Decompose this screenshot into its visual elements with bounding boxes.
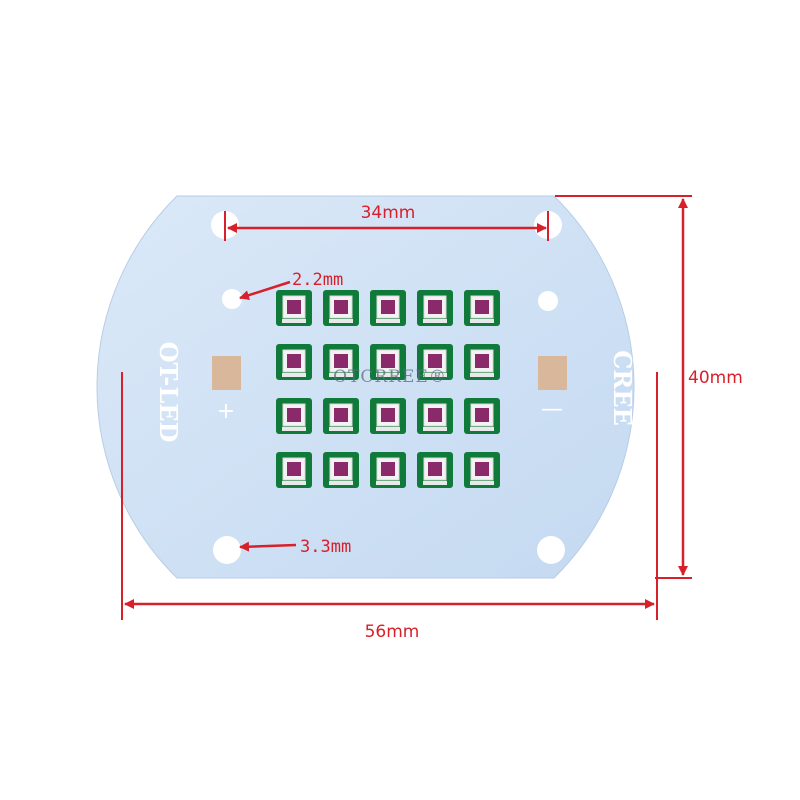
dim-label-width: 56mm — [365, 622, 420, 642]
led-chip — [323, 452, 359, 488]
led-chip — [370, 290, 406, 326]
pad-positive — [212, 356, 241, 390]
led-chip — [276, 452, 312, 488]
led-chip — [323, 398, 359, 434]
led-chip — [370, 452, 406, 488]
small-hole-right — [538, 291, 558, 311]
small-hole-left — [222, 289, 242, 309]
led-array — [276, 290, 500, 488]
minus-symbol: — — [541, 397, 563, 422]
led-chip — [417, 290, 453, 326]
callout-label-small-hole: 2.2mm — [292, 270, 343, 290]
callout-arrow-small-hole — [239, 280, 291, 301]
led-chip — [464, 398, 500, 434]
dim-label-height: 40mm — [688, 368, 743, 388]
callout-arrow-mount-hole — [239, 541, 297, 552]
plus-symbol: + — [217, 399, 235, 424]
led-chip — [417, 452, 453, 488]
led-chip — [417, 398, 453, 434]
led-chip — [323, 290, 359, 326]
led-chip — [370, 398, 406, 434]
led-chip — [276, 344, 312, 380]
led-chip — [464, 452, 500, 488]
led-chip — [276, 290, 312, 326]
led-chip — [417, 344, 453, 380]
mount-hole-bottom-right — [537, 536, 565, 564]
led-chip — [323, 344, 359, 380]
callout-label-mount-hole: 3.3mm — [300, 537, 351, 557]
led-chip — [464, 344, 500, 380]
led-chip — [276, 398, 312, 434]
pad-negative — [538, 356, 567, 390]
label-ot-led: OT-LED — [154, 342, 183, 443]
led-chip — [370, 344, 406, 380]
led-chip — [464, 290, 500, 326]
watermark: OTCRREE® — [333, 367, 447, 387]
dim-label-hole-spacing: 34mm — [361, 203, 416, 223]
label-cree: CREE — [608, 350, 637, 426]
mount-hole-bottom-left — [213, 536, 241, 564]
